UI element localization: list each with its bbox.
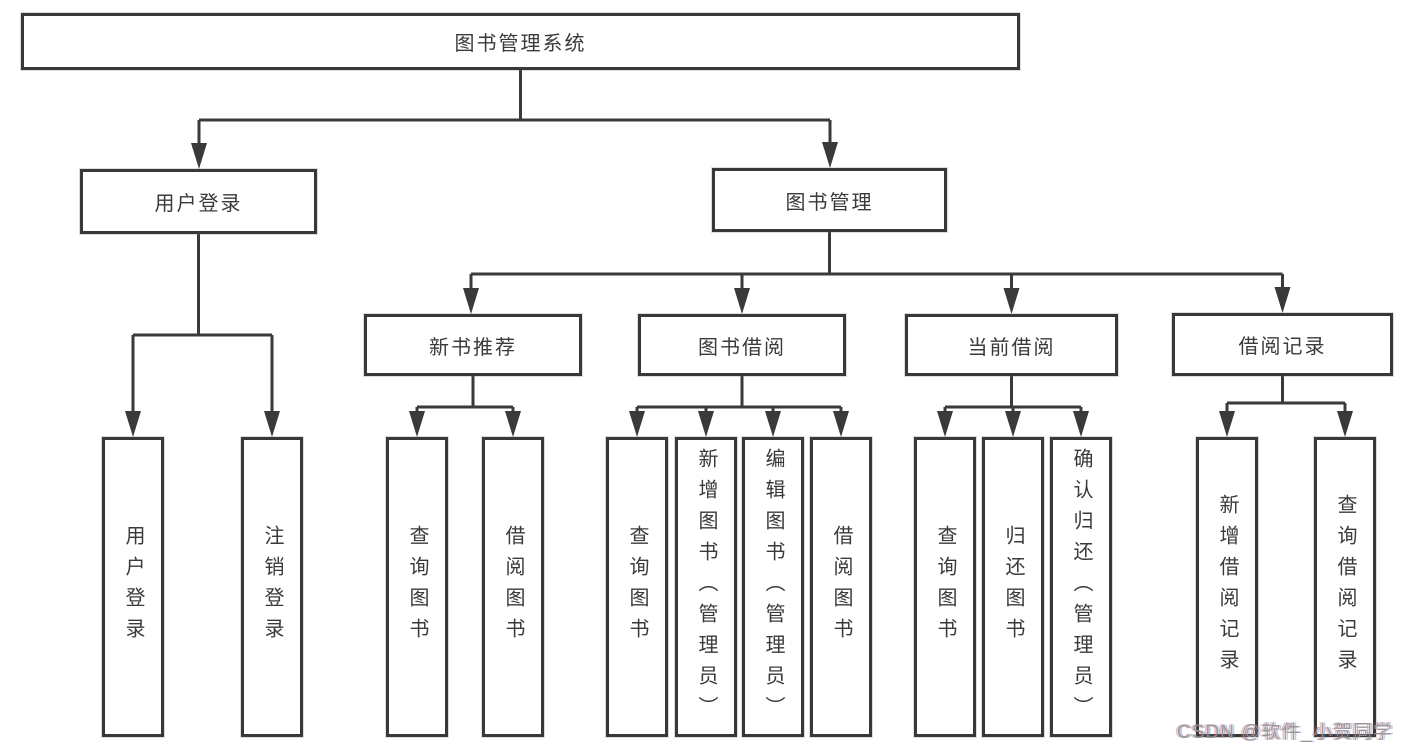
node-borrowing-records: 借阅记录 <box>1172 313 1393 376</box>
leaf-records-query-record: 查询借阅记录 <box>1314 437 1376 737</box>
leaf-borrow-add-books-admin: 新增图书（管理员） <box>675 437 737 737</box>
node-label: 注销登录 <box>261 525 283 649</box>
leaf-current-return-books: 归还图书 <box>982 437 1044 737</box>
leaf-borrow-edit-books-admin: 编辑图书（管理员） <box>742 437 804 737</box>
node-label: 借阅记录 <box>1238 336 1327 358</box>
node-label: 新增图书（管理员） <box>695 447 717 727</box>
node-label: 查询图书 <box>934 525 956 649</box>
node-label: 图书借阅 <box>698 336 786 359</box>
node-label: 用户登录 <box>154 193 243 215</box>
node-label: 新增借阅记录 <box>1216 494 1238 680</box>
leaf-current-confirm-return-admin: 确认归还（管理员） <box>1050 437 1112 737</box>
node-root-system: 图书管理系统 <box>21 13 1020 70</box>
node-label: 当前借阅 <box>967 336 1056 359</box>
leaf-borrow-borrow-books: 借阅图书 <box>810 437 872 737</box>
leaf-newbook-borrow-books: 借阅图书 <box>482 437 544 737</box>
node-label: 用户登录 <box>122 525 144 649</box>
csdn-watermark: CSDN @软件_小贺同学 <box>1177 722 1393 743</box>
node-label: 新书推荐 <box>429 336 517 359</box>
node-book-management: 图书管理 <box>712 168 947 232</box>
node-label: 查询借阅记录 <box>1334 494 1356 680</box>
node-new-book-recommend: 新书推荐 <box>364 314 582 376</box>
node-label: 查询图书 <box>626 525 648 649</box>
node-label: 确认归还（管理员） <box>1070 447 1092 727</box>
leaf-newbook-query-books: 查询图书 <box>386 437 448 737</box>
leaf-records-add-record: 新增借阅记录 <box>1196 437 1258 737</box>
node-label: 查询图书 <box>406 525 428 649</box>
node-label: 借阅图书 <box>830 525 852 649</box>
leaf-borrow-query-books: 查询图书 <box>606 437 668 737</box>
node-label: 编辑图书（管理员） <box>762 447 784 727</box>
node-label: 图书管理系统 <box>454 33 587 55</box>
arrowheads <box>125 142 1353 437</box>
node-label: 借阅图书 <box>502 525 524 649</box>
leaf-user-login: 用户登录 <box>102 437 164 737</box>
node-user-login: 用户登录 <box>80 169 317 234</box>
leaf-logout: 注销登录 <box>241 437 303 737</box>
node-current-borrowing: 当前借阅 <box>905 314 1118 376</box>
node-book-borrowing: 图书借阅 <box>638 314 846 376</box>
leaf-current-query-books: 查询图书 <box>914 437 976 737</box>
node-label: 归还图书 <box>1002 525 1024 649</box>
node-label: 图书管理 <box>785 191 874 214</box>
